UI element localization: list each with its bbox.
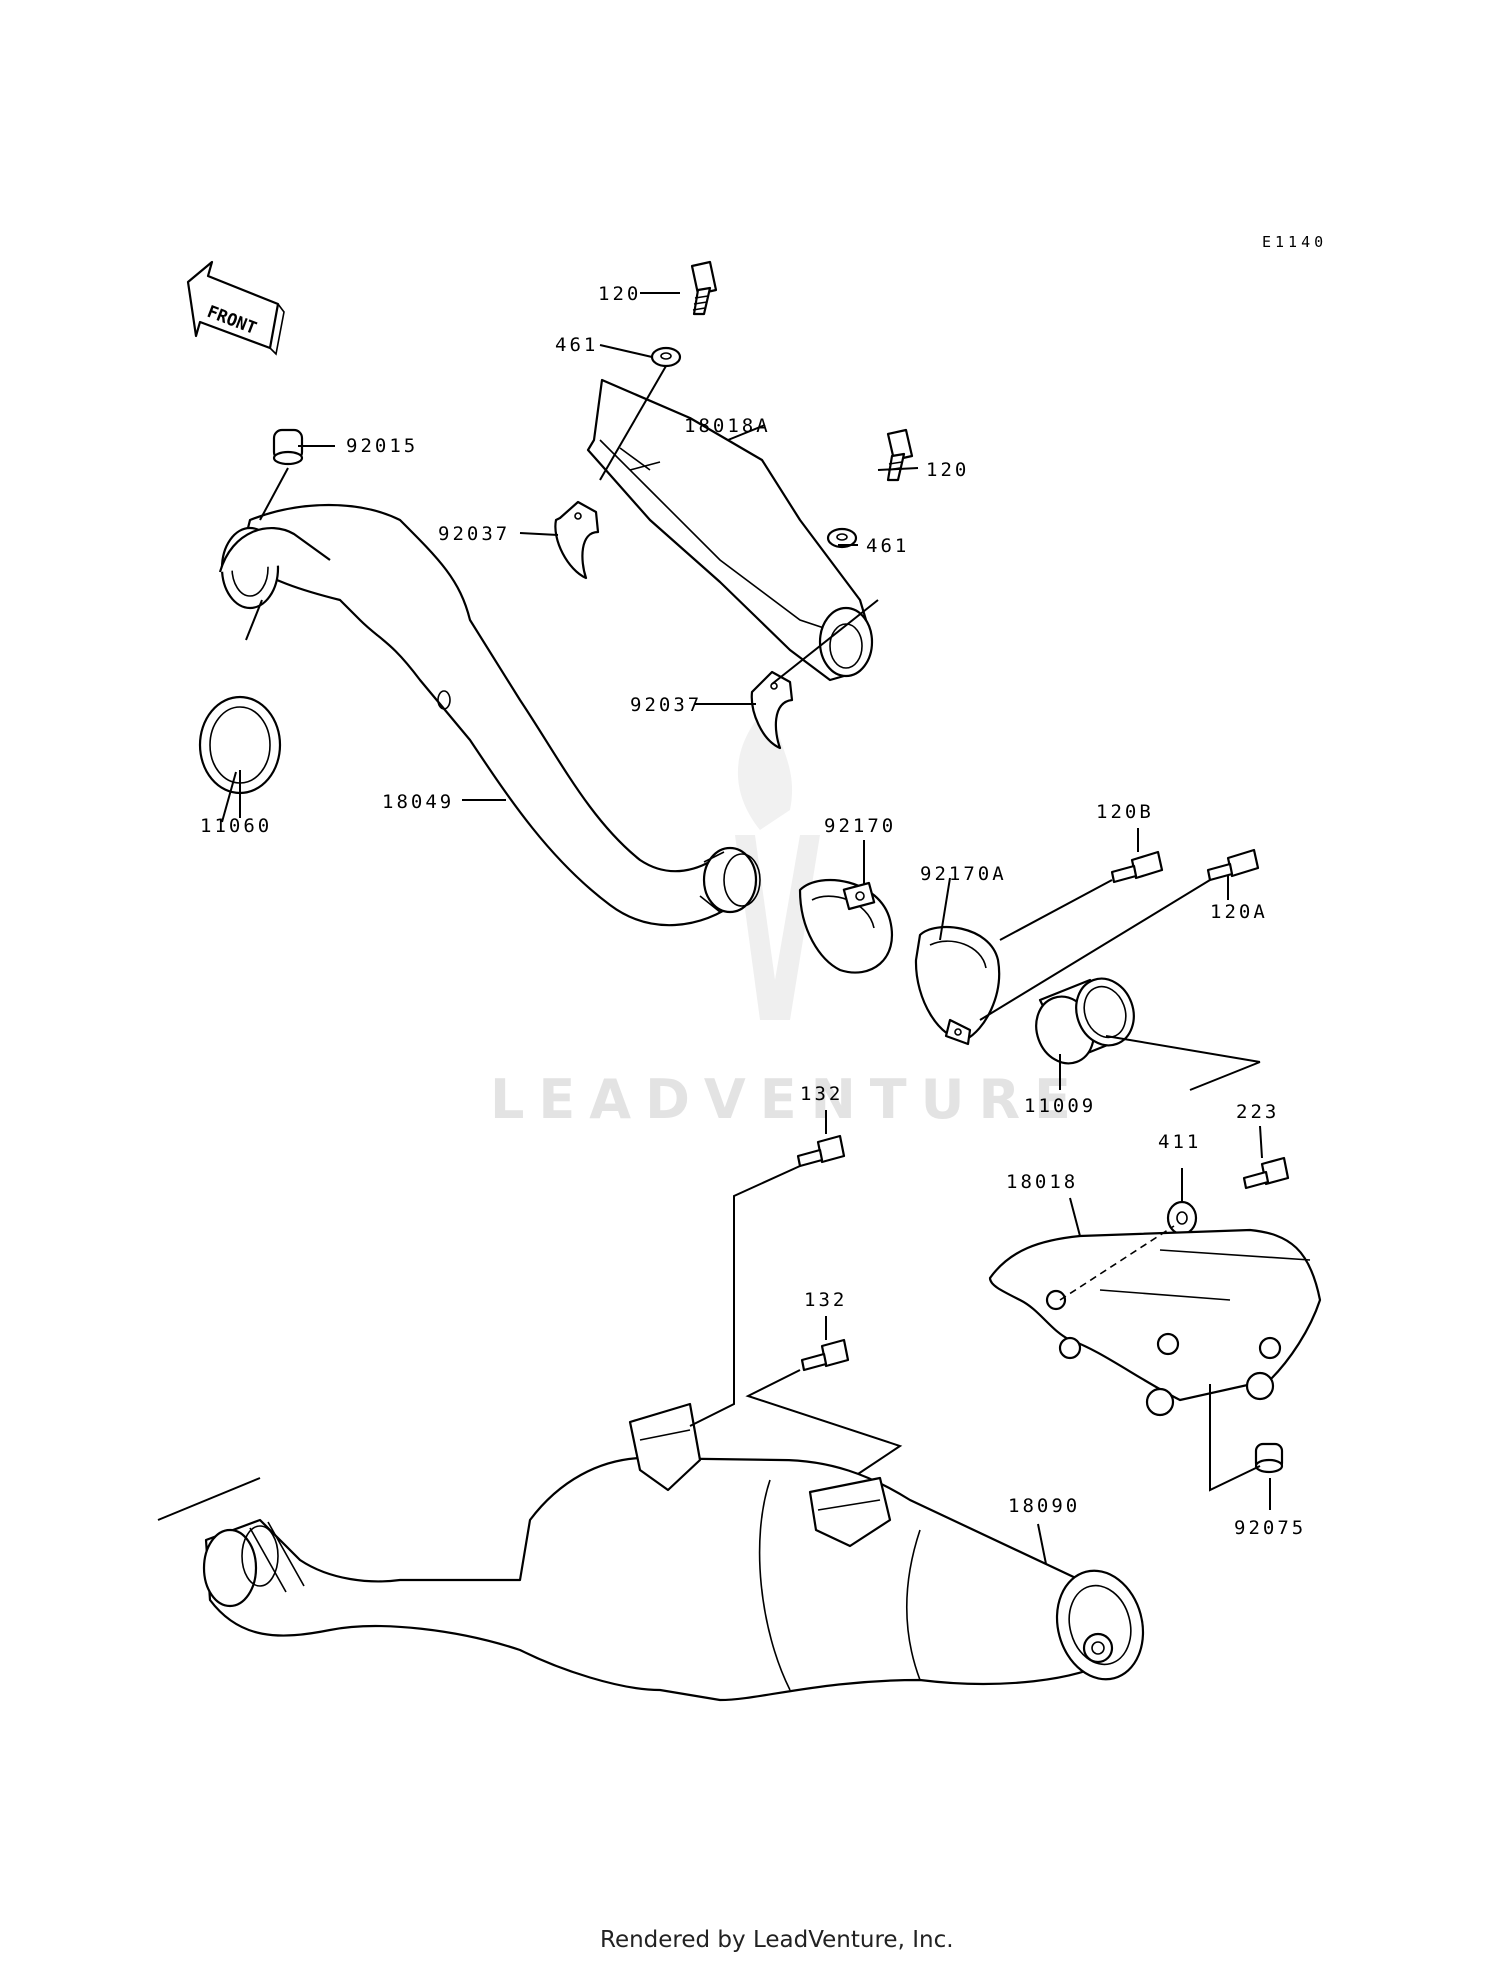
collar-92075 — [1254, 1442, 1284, 1474]
label-132-mid: 132 — [804, 1289, 847, 1311]
label-92037-left: 92037 — [438, 523, 510, 545]
leader-lines — [157, 292, 1271, 1565]
label-120-top: 120 — [598, 283, 641, 305]
label-92075: 92075 — [1234, 1517, 1306, 1539]
label-18018: 18018 — [1006, 1171, 1078, 1193]
bolt-120A — [1206, 848, 1260, 882]
label-18018A: 18018A — [684, 415, 771, 437]
exhaust-pipe-18049 — [218, 503, 761, 927]
label-120-right: 120 — [926, 459, 969, 481]
label-92170: 92170 — [824, 815, 896, 837]
sleeve-11009 — [1035, 977, 1135, 1065]
washer-411 — [1166, 1200, 1198, 1236]
label-461-top: 461 — [555, 334, 598, 356]
label-92037-lower: 92037 — [630, 694, 702, 716]
label-18090: 18090 — [1008, 1495, 1080, 1517]
label-92015: 92015 — [346, 435, 418, 457]
clamp-92170A — [914, 925, 1001, 1046]
label-11009: 11009 — [1024, 1095, 1096, 1117]
label-120B: 120B — [1096, 801, 1154, 823]
label-461-right: 461 — [866, 535, 909, 557]
clamp-92170 — [798, 878, 893, 974]
bolt-132-mid — [800, 1338, 850, 1372]
label-92170A: 92170A — [920, 863, 1007, 885]
bolt-223 — [1242, 1156, 1290, 1190]
diagram-code: E1140 — [1262, 233, 1327, 251]
front-arrow-icon: FRONT — [186, 260, 285, 356]
footer-credit: Rendered by LeadVenture, Inc. — [600, 1927, 954, 1953]
heat-guard-18018 — [988, 1228, 1322, 1417]
bolt-120-right — [886, 428, 914, 482]
label-132-top: 132 — [800, 1083, 843, 1105]
heat-guard-18018A — [586, 378, 874, 682]
watermark-text: LEADVENTURE — [490, 1068, 1085, 1131]
label-223: 223 — [1236, 1101, 1279, 1123]
label-411: 411 — [1158, 1131, 1201, 1153]
bracket-92037-left — [554, 500, 600, 580]
bolt-132-top — [796, 1134, 846, 1168]
washer-461-top — [650, 346, 682, 368]
bolt-120-top — [690, 260, 718, 316]
bolt-120B — [1110, 850, 1164, 884]
label-18049: 18049 — [382, 791, 454, 813]
muffler-18090 — [202, 1402, 1145, 1702]
washer-461-right — [826, 527, 858, 549]
collar-92015 — [272, 428, 304, 466]
label-120A: 120A — [1210, 901, 1268, 923]
watermark: LEADVENTURE — [490, 700, 1085, 1131]
label-11060: 11060 — [200, 815, 272, 837]
